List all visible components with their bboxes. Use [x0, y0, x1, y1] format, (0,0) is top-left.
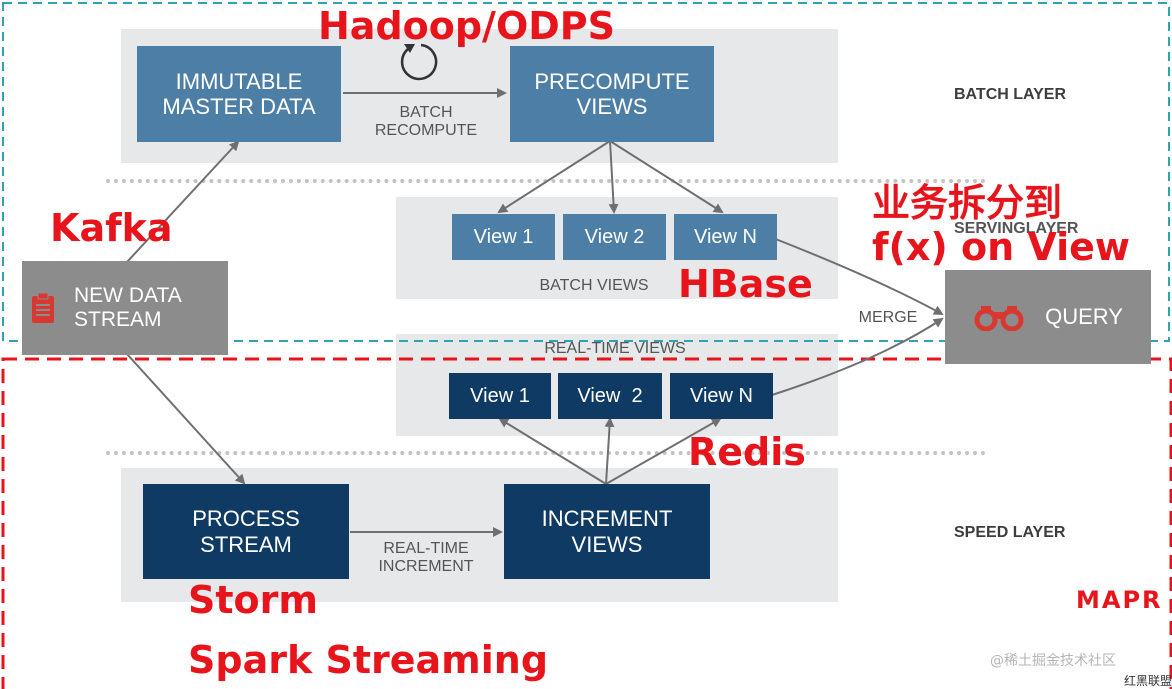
precompute-line2: VIEWS [576, 94, 648, 119]
business-annotation-line2: f(x) on View [872, 225, 1131, 269]
batch-boundary [2, 2, 1170, 342]
query-label: QUERY [1045, 304, 1123, 330]
realtime-increment-line1: REAL-TIME [383, 540, 469, 557]
batch-view-1: View 1 [452, 214, 555, 260]
speed-layer-label: SPEED LAYER [954, 524, 1066, 541]
process-line1: PROCESS [192, 506, 300, 532]
separator-serving-speed [106, 451, 986, 455]
realtime-view-2: View 2 [558, 373, 662, 419]
increment-line1: INCREMENT [541, 506, 673, 532]
corner-watermark: 红黑联盟 [1124, 674, 1172, 688]
realtime-view-1: View 1 [449, 373, 551, 419]
realtime-increment-label: REAL-TIME INCREMENT [356, 540, 496, 575]
serving-layer-label: SERVINGLAYER [954, 220, 1079, 237]
mapr-logo: MAPR [1076, 586, 1163, 614]
hadoop-annotation: Hadoop/ODPS [318, 4, 616, 48]
query-box: QUERY [945, 270, 1151, 364]
storm-annotation: Storm [188, 578, 318, 622]
process-line2: STREAM [200, 531, 292, 557]
kafka-annotation: Kafka [50, 206, 173, 250]
precompute-line1: PRECOMPUTE [534, 68, 690, 94]
batch-recompute-line2: RECOMPUTE [374, 121, 478, 139]
immutable-line1: IMMUTABLE [175, 68, 303, 94]
realtime-view-n: View N [670, 373, 773, 419]
batch-recompute-line1: BATCH [399, 104, 453, 121]
redis-annotation: Redis [688, 430, 806, 474]
spark-annotation: Spark Streaming [188, 638, 549, 682]
site-watermark: @稀土掘金技术社区 [990, 653, 1116, 669]
batch-layer-label: BATCH LAYER [954, 86, 1067, 103]
new-data-line1: NEW DATA [74, 283, 182, 307]
realtime-views-label: REAL-TIME VIEWS [544, 340, 686, 357]
hbase-annotation: HBase [678, 262, 813, 306]
binoculars-icon [974, 306, 1024, 331]
batch-views-label: BATCH VIEWS [539, 277, 649, 294]
batch-recompute-label: BATCH RECOMPUTE [356, 104, 496, 139]
business-annotation-line1: 业务拆分到 [872, 181, 1063, 225]
increment-line2: VIEWS [571, 531, 643, 557]
batch-view-2: View 2 [563, 214, 666, 260]
realtime-increment-line2: INCREMENT [378, 557, 474, 575]
speed-boundary [1, 357, 1172, 689]
merge-label: MERGE [858, 309, 918, 326]
new-data-line2: STREAM [74, 308, 162, 331]
immutable-line2: MASTER DATA [162, 94, 316, 119]
batch-view-n: View N [674, 214, 777, 260]
cycle-icon [400, 43, 438, 81]
clipboard-icon [32, 292, 54, 323]
